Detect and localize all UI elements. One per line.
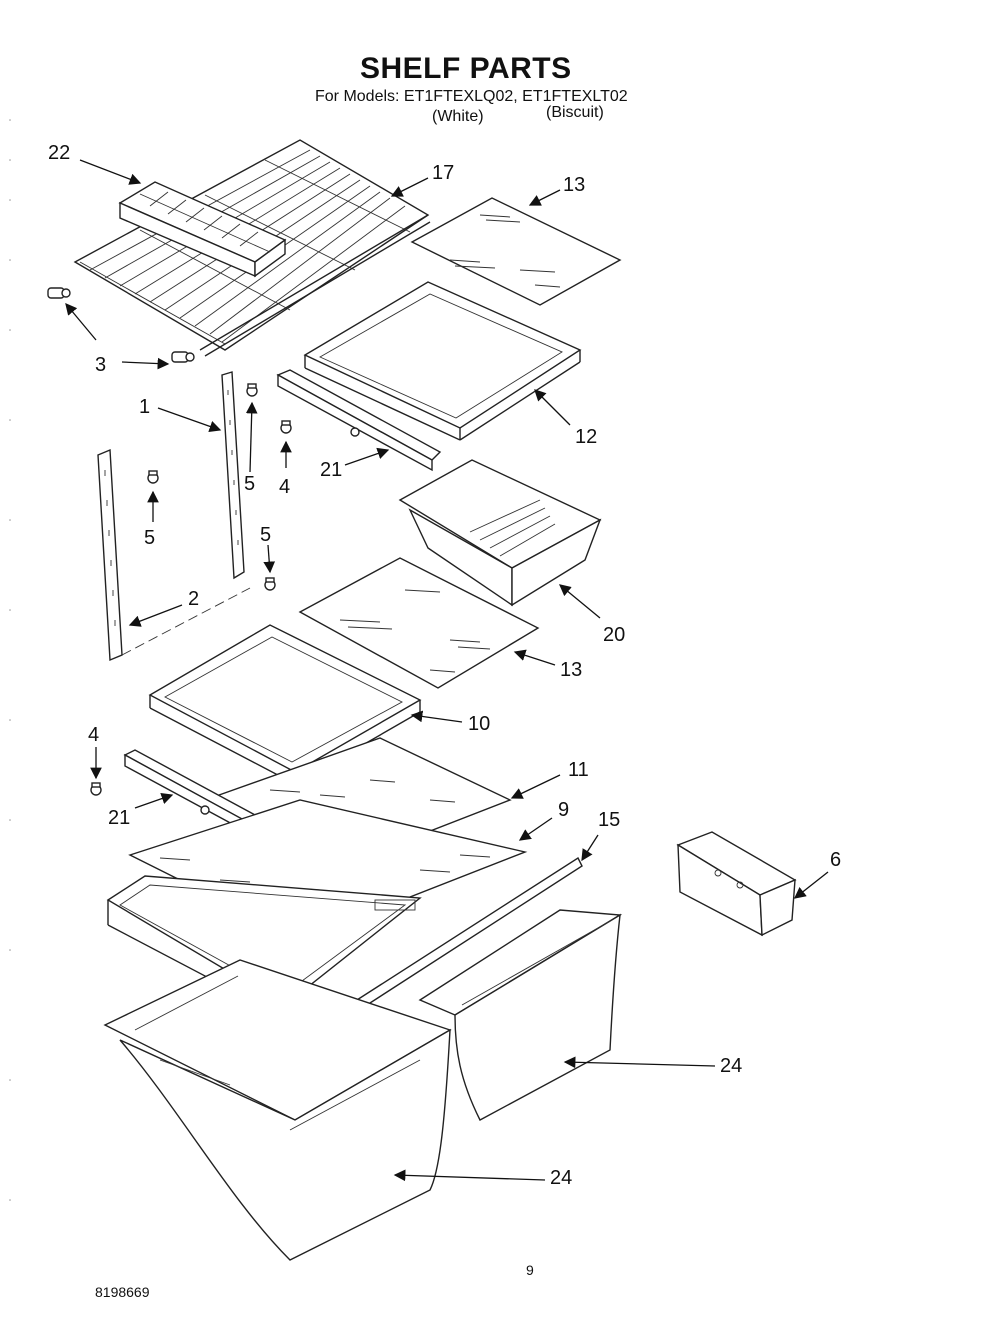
crisper-drawer-right	[418, 909, 623, 1121]
callout-20: 20	[603, 624, 626, 646]
document-number: 8198669	[95, 1284, 150, 1300]
callout-21-upper: 21	[320, 459, 343, 481]
callout-13-middle: 13	[560, 659, 583, 681]
callout-5-left: 5	[144, 527, 156, 549]
dairy-bin	[676, 831, 797, 937]
callout-11: 11	[568, 759, 589, 781]
shelf-ladder-left	[97, 448, 251, 662]
ice-tray	[118, 181, 287, 278]
shelf-pin-3b	[171, 351, 195, 363]
callout-6: 6	[830, 849, 842, 871]
callout-9: 9	[558, 799, 570, 821]
screw-4b	[90, 782, 102, 796]
screw-5c	[264, 577, 276, 591]
callout-12: 12	[575, 426, 598, 448]
screw-4a	[280, 420, 292, 434]
screw-5b	[147, 470, 159, 484]
page-title: SHELF PARTS	[360, 52, 572, 85]
callout-15: 15	[598, 809, 621, 831]
callout-4-lower: 4	[88, 724, 100, 746]
callout-10: 10	[468, 713, 491, 735]
callout-leaders	[65, 159, 829, 1182]
callout-13-top: 13	[563, 174, 586, 196]
shelf-frame-upper	[303, 281, 582, 441]
shelf-pin-3a	[47, 287, 71, 299]
color-white-label: (White)	[432, 108, 484, 125]
callout-21-lower: 21	[108, 807, 131, 829]
callout-17: 17	[432, 162, 455, 184]
glass-shelf-middle	[298, 557, 540, 689]
screw-5a	[246, 383, 258, 397]
page-number: 9	[526, 1262, 534, 1278]
shelf-ladder-right	[221, 371, 245, 580]
crisper-drawer-left	[103, 959, 452, 1261]
callout-5-lower: 5	[260, 524, 272, 546]
callout-4-upper: 4	[279, 476, 291, 498]
callout-22: 22	[48, 142, 71, 164]
meat-pan-drawer	[398, 459, 602, 607]
callout-5-upper: 5	[244, 473, 256, 495]
callout-24-left: 24	[550, 1167, 573, 1189]
margin-dots	[9, 119, 11, 1201]
glass-shelf-top	[410, 197, 622, 306]
callout-1: 1	[139, 396, 151, 418]
shelf-bracket-upper	[276, 369, 442, 472]
callout-3: 3	[95, 354, 107, 376]
callout-2: 2	[188, 588, 200, 610]
color-biscuit-label: (Biscuit)	[546, 104, 604, 121]
callout-24-right: 24	[720, 1055, 743, 1077]
models-line: For Models: ET1FTEXLQ02, ET1FTEXLT02	[315, 88, 628, 105]
